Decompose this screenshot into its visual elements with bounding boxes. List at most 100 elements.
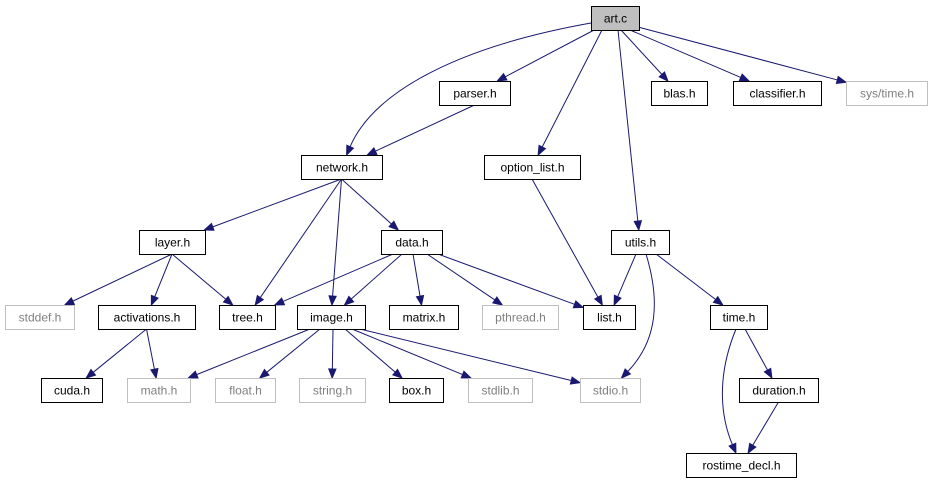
edge-line	[752, 401, 779, 446]
node-rostime-decl-h[interactable]: rostime_decl.h	[686, 453, 797, 478]
edge-arrowhead	[633, 220, 643, 232]
edge-line	[72, 253, 173, 302]
edge-arrowhead	[593, 294, 603, 307]
node-art-c[interactable]: art.c	[591, 6, 640, 31]
edge-network-h-to-image-h	[328, 178, 342, 307]
edge-line	[541, 29, 603, 148]
edge-line	[426, 253, 496, 301]
edge-layer-h-to-stddef-h	[63, 253, 173, 306]
edge-line	[349, 22, 592, 147]
edge-arrowhead	[346, 144, 355, 157]
edges	[63, 22, 848, 455]
node-classifier-h[interactable]: classifier.h	[733, 81, 822, 106]
node-network-h[interactable]: network.h	[301, 155, 383, 180]
edge-line	[350, 253, 403, 300]
node-utils-h[interactable]: utils.h	[611, 230, 670, 255]
edge-line	[655, 253, 716, 300]
node-pthread-h: pthread.h	[482, 305, 559, 330]
edge-art-c-to-option-list-h	[537, 29, 603, 157]
node-label: layer.h	[155, 236, 190, 250]
node-label: float.h	[229, 384, 262, 398]
node-stdlib-h: stdlib.h	[468, 378, 533, 403]
edge-image-h-to-stdlib-h	[351, 328, 473, 379]
node-stdio-h: stdio.h	[580, 378, 641, 403]
edge-activations-h-to-math-h	[146, 328, 159, 380]
node-box	[381, 230, 443, 255]
node-label: classifier.h	[749, 87, 805, 101]
edge-arrowhead	[491, 296, 504, 306]
node-box	[297, 305, 366, 330]
node-label: parser.h	[453, 87, 496, 101]
node-label: math.h	[141, 384, 178, 398]
edge-data-h-to-pthread-h	[426, 253, 504, 306]
node-label: tree.h	[232, 311, 263, 325]
node-box	[651, 81, 708, 106]
edge-image-h-to-math-h	[187, 328, 311, 379]
edge-line	[620, 29, 663, 75]
node-matrix-h[interactable]: matrix.h	[389, 305, 459, 330]
edge-arrowhead	[763, 367, 773, 380]
edge-data-h-to-matrix-h	[412, 253, 425, 307]
node-label: list.h	[597, 311, 622, 325]
node-box-h[interactable]: box.h	[389, 378, 444, 403]
edge-image-h-to-box-h	[344, 328, 404, 379]
node-label: art.c	[604, 12, 627, 26]
edge-arrowhead	[415, 294, 425, 307]
node-duration-h[interactable]: duration.h	[739, 378, 819, 403]
edge-data-h-to-list-h	[437, 253, 585, 309]
edge-image-h-to-string-h	[328, 328, 337, 380]
edge-time-h-to-rostime-decl-h	[721, 328, 737, 455]
edge-utils-h-to-stdio-h	[620, 253, 655, 379]
node-time-h[interactable]: time.h	[710, 305, 768, 330]
edge-duration-h-to-rostime-decl-h	[747, 401, 779, 455]
node-tree-h[interactable]: tree.h	[219, 305, 276, 330]
edge-line	[212, 178, 342, 228]
edge-line	[617, 253, 637, 297]
edge-line	[344, 328, 396, 373]
node-label: image.h	[310, 311, 353, 325]
edge-network-h-to-layer-h	[203, 178, 342, 231]
edge-arrowhead	[537, 144, 547, 157]
node-box	[299, 378, 366, 403]
node-parser-h[interactable]: parser.h	[439, 81, 511, 106]
edge-line	[359, 328, 572, 382]
node-list-h[interactable]: list.h	[583, 305, 636, 330]
node-box	[591, 6, 640, 31]
node-label: sys/time.h	[860, 87, 914, 101]
edge-image-h-to-stdio-h	[359, 328, 582, 385]
edge-arrowhead	[572, 300, 585, 309]
node-activations-h[interactable]: activations.h	[98, 305, 196, 330]
edge-arrowhead	[620, 368, 632, 379]
node-cuda-h[interactable]: cuda.h	[41, 378, 103, 403]
edge-line	[266, 328, 321, 373]
node-box	[686, 453, 797, 478]
node-image-h[interactable]: image.h	[297, 305, 366, 330]
edge-art-c-to-sys-time-h	[637, 26, 848, 84]
edge-arrowhead	[85, 368, 97, 379]
node-label: activations.h	[114, 311, 181, 325]
edge-arrowhead	[273, 297, 286, 306]
edge-arrowhead	[569, 376, 582, 385]
nodes: art.c parser.h blas.h classifier.h sys/time.…	[5, 6, 928, 478]
edge-option-list-h-to-list-h	[531, 178, 603, 307]
node-box	[139, 230, 206, 255]
node-layer-h[interactable]: layer.h	[139, 230, 206, 255]
edge-data-h-to-tree-h	[273, 253, 394, 306]
edge-layer-h-to-activations-h	[150, 253, 173, 307]
edge-line	[154, 253, 173, 297]
node-blas-h[interactable]: blas.h	[651, 81, 708, 106]
node-box	[127, 378, 191, 403]
edge-line	[629, 29, 741, 78]
edge-art-c-to-classifier-h	[629, 29, 751, 82]
edge-arrowhead	[187, 370, 199, 379]
node-box	[389, 378, 444, 403]
edge-arrowhead	[328, 368, 337, 380]
edge-arrowhead	[366, 147, 378, 156]
edge-data-h-to-image-h	[343, 253, 403, 306]
node-data-h[interactable]: data.h	[381, 230, 443, 255]
node-option-list-h[interactable]: option_list.h	[484, 155, 581, 180]
node-label: utils.h	[625, 236, 656, 250]
edge-line	[437, 253, 575, 305]
edge-art-c-to-blas-h	[620, 29, 669, 82]
